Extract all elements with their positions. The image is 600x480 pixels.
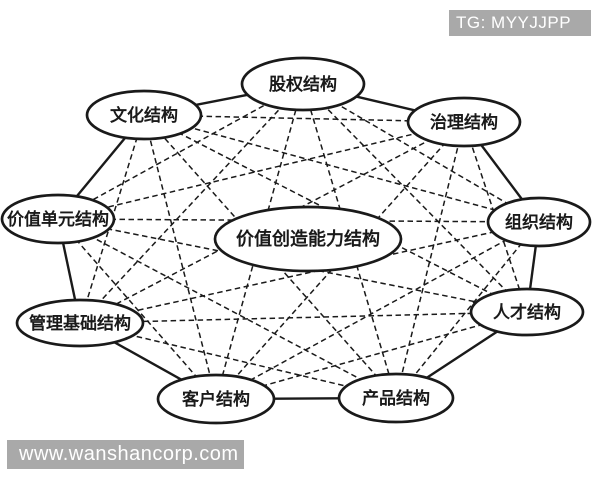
node-customer — [156, 373, 276, 425]
edge-dashed-governance-value-unit — [57, 121, 465, 220]
watermark-top-right-text: TG: MYYJJPP — [456, 13, 572, 32]
edge-dashed-organization-culture — [143, 114, 540, 223]
node-equity — [240, 56, 366, 112]
node-management-base — [15, 298, 145, 348]
node-label-organization: 组织结构 — [505, 212, 573, 232]
node-organization — [486, 196, 592, 248]
node-label-value-creation-capability: 价值创造能力结构 — [236, 228, 380, 249]
node-label-product: 产品结构 — [362, 388, 430, 408]
node-label-equity: 股权结构 — [269, 74, 337, 94]
node-value-creation-capability — [213, 205, 403, 273]
node-label-management-base: 管理基础结构 — [29, 313, 131, 333]
node-governance — [406, 96, 522, 148]
watermark-bottom-left-text: www.wanshancorp.com — [19, 443, 239, 465]
edge-dashed-customer-value-unit — [57, 218, 217, 400]
watermark-top-right: TG: MYYJJPP — [449, 10, 591, 36]
edge-dashed-equity-talent — [302, 83, 528, 313]
node-culture — [85, 89, 203, 141]
edge-dashed-equity-management-base — [79, 83, 304, 324]
edge-dashed-organization-value-unit — [57, 218, 540, 223]
watermark-bottom-left: www.wanshancorp.com — [7, 440, 244, 469]
edge-dashed-product-value-unit — [57, 218, 397, 399]
node-label-customer: 客户结构 — [181, 389, 250, 409]
edge-dashed-customer-culture — [143, 114, 217, 400]
node-label-culture: 文化结构 — [110, 105, 178, 125]
edge-dashed-equity-organization — [302, 83, 540, 223]
edge-dashed-organization-product — [395, 221, 540, 399]
node-label-talent: 人才结构 — [493, 302, 561, 322]
edge-dashed-organization-management-base — [79, 221, 540, 324]
node-value-unit — [0, 193, 116, 245]
edge-dashed-governance-product — [395, 121, 465, 399]
node-product — [337, 372, 455, 424]
node-talent — [469, 287, 585, 337]
edge-dashed-organization-customer — [215, 221, 540, 400]
node-label-value-unit: 价值单元结构 — [7, 209, 109, 229]
node-label-governance: 治理结构 — [430, 112, 498, 132]
edge-dashed-talent-management-base — [79, 311, 528, 324]
edge-dashed-governance-customer — [215, 121, 465, 400]
edge-dashed-equity-value-unit — [57, 83, 304, 220]
